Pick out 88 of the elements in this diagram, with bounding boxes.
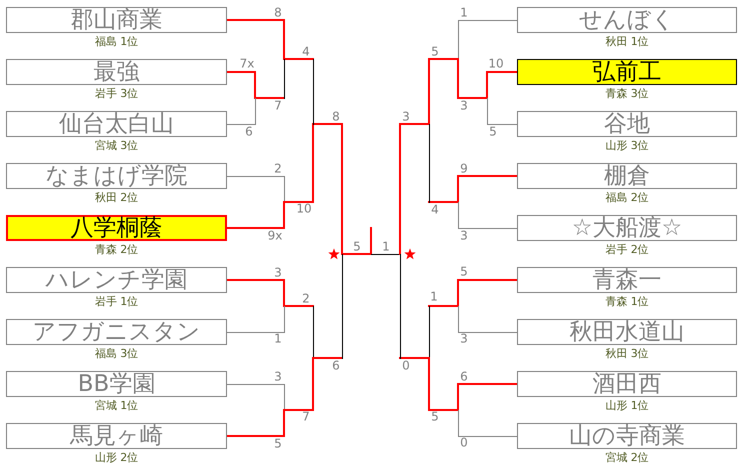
seed-label: 秋田 3位	[605, 347, 649, 360]
team-name: 馬見ヶ崎	[70, 424, 163, 448]
score-label: 5	[431, 410, 439, 424]
team-box	[6, 267, 227, 293]
score-label: 1	[430, 290, 438, 304]
seed-label: 宮城 3位	[94, 139, 138, 152]
team-box	[517, 423, 737, 449]
score-label: 0	[402, 360, 410, 372]
seed-label: 秋田 1位	[605, 35, 649, 48]
score-label: 10	[488, 58, 504, 70]
team-box	[6, 59, 227, 85]
team-box	[6, 163, 227, 189]
seed-label: 山形 1位	[605, 399, 649, 412]
score-label: 2	[302, 292, 310, 306]
team-box	[517, 163, 737, 189]
team-box	[517, 319, 737, 345]
score-label: 9	[460, 162, 468, 176]
team-name: 弘前工	[592, 60, 662, 84]
score-label: 8	[274, 6, 282, 20]
score-label: 7	[302, 410, 310, 424]
score-label: 7x	[240, 58, 254, 70]
team-box	[6, 423, 227, 449]
seed-label: 福島 1位	[94, 35, 138, 48]
team-box	[517, 267, 737, 293]
seed-label: 福島 2位	[605, 191, 649, 204]
team-name: 最強	[94, 60, 140, 84]
team-name: ☆大船渡☆	[572, 216, 682, 240]
seed-label: 岩手 1位	[94, 295, 138, 308]
team-name: 八学桐蔭	[70, 216, 162, 240]
seed-label: 岩手 3位	[94, 87, 138, 100]
team-name: 棚倉	[604, 164, 650, 188]
team-name: 郡山商業	[70, 8, 162, 32]
score-label: 8	[332, 110, 340, 124]
team-name: アフガニスタン	[32, 320, 200, 344]
score-label: 5	[353, 240, 361, 254]
score-label: 2	[274, 162, 282, 176]
team-box	[517, 111, 737, 137]
score-label: 3	[460, 230, 468, 242]
team-box	[517, 7, 737, 33]
seed-label: 秋田 2位	[94, 191, 138, 204]
team-name: 谷地	[604, 112, 650, 136]
score-label: 5	[274, 438, 282, 450]
team-name: 仙台太白山	[59, 112, 174, 136]
score-label: 1	[460, 6, 468, 20]
seed-label: 岩手 2位	[605, 243, 649, 256]
score-label: 9x	[268, 230, 282, 242]
seed-label: 宮城 2位	[605, 451, 649, 463]
seed-label: 青森 2位	[94, 243, 138, 256]
score-label: 5	[489, 126, 497, 138]
team-name: BB学園	[78, 372, 156, 396]
score-label: 7	[274, 100, 282, 112]
team-box	[6, 215, 227, 241]
team-box	[517, 371, 737, 397]
seed-label: 福島 3位	[94, 347, 138, 360]
team-box	[517, 215, 737, 241]
team-box	[6, 7, 227, 33]
seed-label: 青森 1位	[605, 295, 649, 308]
team-box	[6, 371, 227, 397]
team-box	[6, 111, 227, 137]
team-box	[6, 319, 227, 345]
score-label: 0	[460, 436, 468, 450]
score-label: 6	[332, 360, 340, 372]
team-name: ハレンチ学園	[46, 268, 188, 292]
score-label: 1	[382, 240, 390, 254]
score-label: 3	[402, 110, 410, 124]
seed-label: 青森 3位	[605, 87, 649, 100]
team-name: なまはげ学院	[46, 164, 188, 188]
score-label: 6	[245, 126, 253, 138]
score-label: 5	[460, 266, 468, 278]
seed-label: 宮城 1位	[94, 399, 138, 412]
score-label: 10	[296, 202, 312, 216]
seed-label: 山形 2位	[94, 451, 138, 463]
seed-label: 山形 3位	[605, 139, 649, 152]
team-name: せんぼく	[579, 8, 675, 32]
score-label: 6	[460, 370, 468, 384]
team-name: 酒田西	[592, 372, 662, 396]
team-name: 青森一	[592, 268, 662, 292]
score-label: 3	[274, 370, 282, 384]
score-label: 4	[431, 204, 439, 216]
score-label: 1	[274, 332, 282, 346]
team-box	[517, 59, 737, 85]
score-label: 3	[460, 332, 468, 346]
team-name: 秋田水道山	[570, 320, 684, 344]
score-label: 3	[274, 266, 282, 280]
score-label: 5	[431, 46, 439, 58]
score-label: 4	[302, 46, 310, 58]
team-name: 山の寺商業	[569, 424, 685, 448]
score-label: 3	[460, 100, 468, 112]
